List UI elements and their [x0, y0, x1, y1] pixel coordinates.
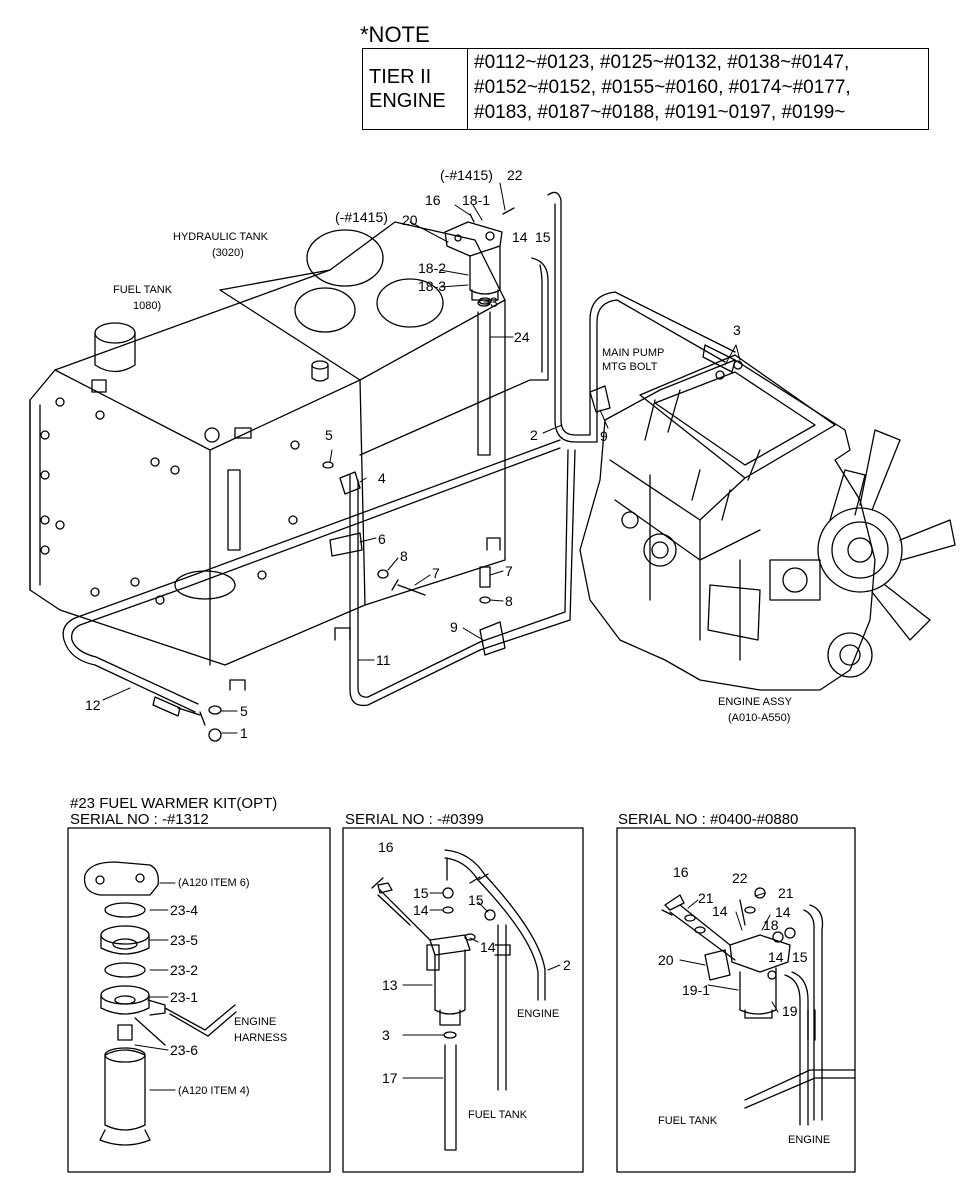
- serial-0400-0880-panel: [616, 827, 856, 1173]
- note-title: *NOTE: [360, 22, 430, 47]
- part-23-5: 23-5: [170, 932, 198, 948]
- main-pump-label: MAIN PUMP: [602, 347, 664, 359]
- engine-harness-label: ENGINE: [234, 1016, 276, 1028]
- hydraulic-tank-label: HYDRAULIC TANK: [173, 231, 269, 243]
- callout-2: 2: [530, 427, 538, 443]
- note-engine-cell: TIER II ENGINE: [363, 49, 468, 129]
- callout-13: 13: [382, 977, 398, 993]
- callout-24: 24: [514, 329, 530, 345]
- callout-9: 9: [600, 428, 608, 444]
- panel3-serial: SERIAL NO : #0400-#0880: [618, 811, 798, 828]
- callout-6: 6: [378, 531, 386, 547]
- callout-18-3: 18-3: [418, 278, 446, 294]
- leader-lines: [102, 182, 779, 1091]
- callout-9: 9: [450, 619, 458, 635]
- fuel-warmer-kit-panel: [67, 827, 331, 1173]
- engine-assy-label: ENGINE ASSY: [718, 696, 793, 708]
- panel2-serial: SERIAL NO : -#0399: [345, 811, 484, 828]
- callout-21: 21: [778, 885, 794, 901]
- serial-0399-drawing: [371, 849, 546, 1151]
- callout-19-1: 19-1: [682, 982, 710, 998]
- callout-15: 15: [792, 949, 808, 965]
- callout-22: 22: [507, 167, 523, 183]
- callout-14: 14: [480, 939, 496, 955]
- fuel-filter-main: [444, 207, 515, 307]
- fuel-tank-drawing: [29, 221, 506, 691]
- callout-20: 20: [402, 212, 418, 228]
- callout-5: 5: [240, 703, 248, 719]
- mtg-bolt-label: MTG BOLT: [602, 361, 658, 373]
- serial-0400-0880-drawing: [661, 887, 856, 1126]
- callout-3: 3: [382, 1027, 390, 1043]
- callout-7: 7: [505, 563, 513, 579]
- callout-22: 22: [732, 870, 748, 886]
- a120-item4-label: (A120 ITEM 4): [178, 1085, 250, 1097]
- callout-12: 12: [85, 697, 101, 713]
- callout-16: 16: [378, 839, 394, 855]
- part-23-1: 23-1: [170, 989, 198, 1005]
- fuel-tank-ref: 1080): [133, 300, 161, 312]
- engine-harness-label: HARNESS: [234, 1032, 287, 1044]
- fuel-tank-label: FUEL TANK: [113, 284, 173, 296]
- note-serials-cell: #0112~#0123, #0125~#0132, #0138~#0147, #…: [468, 49, 928, 129]
- engine-label: ENGINE: [788, 1134, 830, 1146]
- callout-18-1: 18-1: [462, 192, 490, 208]
- callout-4: 4: [378, 470, 386, 486]
- callout-14: 14: [413, 902, 429, 918]
- callout-3: 3: [490, 294, 498, 310]
- callout-15: 15: [468, 892, 484, 908]
- part-23-4: 23-4: [170, 902, 198, 918]
- engine-assy-ref: (A010-A550): [728, 712, 790, 724]
- part-23-2: 23-2: [170, 962, 198, 978]
- fuel-tank-label: FUEL TANK: [468, 1109, 528, 1121]
- callout-21: 21: [698, 890, 714, 906]
- callout-17: 17: [382, 1070, 398, 1086]
- note-label-tier: TIER II: [369, 66, 432, 88]
- callout-14: 14: [712, 903, 728, 919]
- engine-assembly-drawing: [579, 354, 956, 691]
- callout-1: 1: [240, 725, 248, 741]
- callout-7: 7: [432, 565, 440, 581]
- callout-19: 19: [782, 1003, 798, 1019]
- callout-14: 14: [775, 904, 791, 920]
- callout-5: 5: [325, 427, 333, 443]
- engine-label: ENGINE: [517, 1008, 559, 1020]
- fuel-lines-main: [62, 191, 743, 742]
- hydraulic-tank-ref: (3020): [212, 247, 244, 259]
- serial-0399-panel: [342, 827, 584, 1173]
- fuel-tank-label: FUEL TANK: [658, 1115, 718, 1127]
- fuel-warmer-kit-drawing: [83, 861, 237, 1146]
- callout-16: 16: [425, 192, 441, 208]
- callout-11: 11: [376, 652, 391, 668]
- callout-8: 8: [400, 548, 408, 564]
- callout-2: 2: [563, 957, 571, 973]
- a120-item6-label: (A120 ITEM 6): [178, 877, 250, 889]
- note-label-engine: ENGINE: [369, 90, 446, 112]
- callout-18: 18: [763, 917, 779, 933]
- note-table: TIER II ENGINE #0112~#0123, #0125~#0132,…: [362, 48, 929, 130]
- serial-limit-label: (-#1415): [335, 209, 388, 225]
- callout-15: 15: [413, 885, 429, 901]
- callout-16: 16: [673, 864, 689, 880]
- kit-serial: SERIAL NO : -#1312: [70, 811, 209, 828]
- callout-14: 14: [512, 229, 528, 245]
- callout-14: 14: [768, 949, 784, 965]
- callout-18-2: 18-2: [418, 260, 446, 276]
- callout-20: 20: [658, 952, 674, 968]
- note-serial-line: #0112~#0123, #0125~#0132, #0138~#0147,: [474, 52, 850, 73]
- callout-8: 8: [505, 593, 513, 609]
- note-serial-line: #0152~#0152, #0155~#0160, #0174~#0177,: [474, 77, 851, 98]
- callout-15: 15: [535, 229, 551, 245]
- note-serial-line: #0183, #0187~#0188, #0191~0197, #0199~: [474, 102, 846, 123]
- serial-limit-label: (-#1415): [440, 167, 493, 183]
- kit-title: #23 FUEL WARMER KIT(OPT): [70, 795, 277, 812]
- callout-3: 3: [733, 322, 741, 338]
- part-23-6: 23-6: [170, 1042, 198, 1058]
